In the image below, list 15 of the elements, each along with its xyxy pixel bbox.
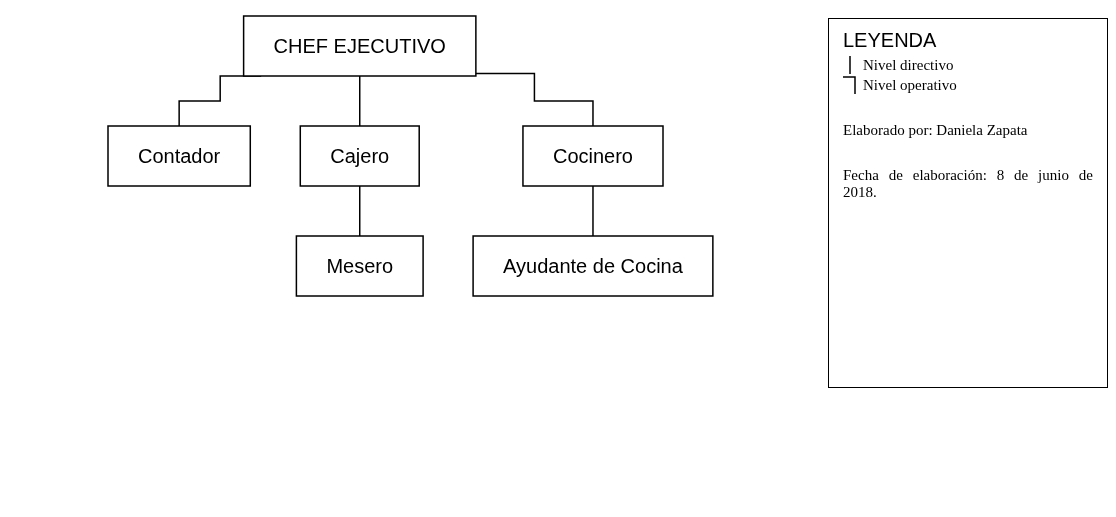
- node-box: Contador: [106, 125, 251, 187]
- note-text: Elaborado por: Daniela Zapata: [843, 122, 1029, 139]
- connector: [591, 185, 594, 237]
- connector: [358, 75, 361, 127]
- note-text: Fecha de elaboración: 8 de junio de 2018.: [843, 167, 1093, 201]
- legend-text: Nivel operativo: [863, 76, 957, 94]
- node-box: Cajero: [299, 125, 420, 187]
- node-box: Mesero: [295, 235, 424, 297]
- node-box: Ayudante de Cocina: [471, 235, 714, 297]
- node-box: Cocinero: [521, 125, 664, 187]
- legend-text: Nivel directivo: [863, 56, 954, 74]
- node-box: CHEF EJECUTIVO: [242, 15, 477, 77]
- legend-title: LEYENDA: [843, 29, 938, 52]
- connector: [358, 185, 361, 237]
- connector: [474, 72, 594, 127]
